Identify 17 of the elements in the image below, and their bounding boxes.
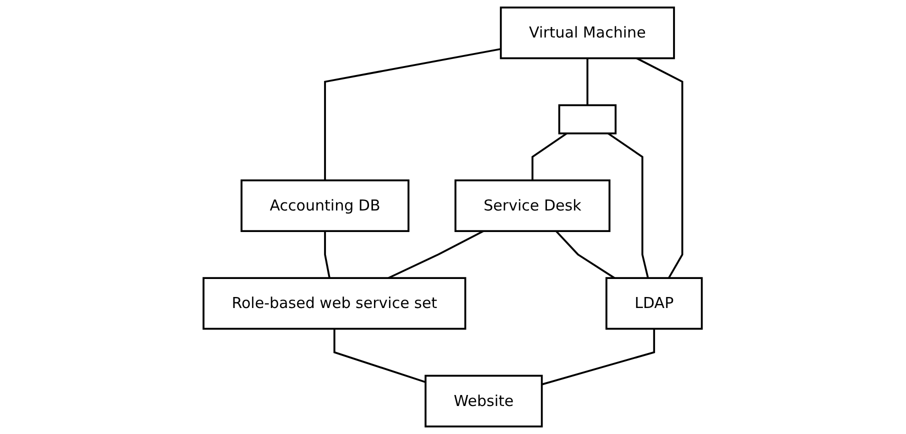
connector: [608, 132, 650, 278]
node-box: Accounting DB: [240, 179, 410, 232]
connector: [556, 230, 616, 279]
connector: [388, 230, 484, 279]
connector: [324, 48, 502, 180]
node-box: LDAP: [606, 277, 704, 330]
node-box: Virtual Machine: [500, 6, 676, 60]
connector: [586, 58, 589, 106]
connector: [636, 57, 684, 279]
node-box: [558, 104, 617, 134]
connector: [542, 328, 656, 386]
node-box: Service Desk: [454, 179, 611, 232]
connector: [532, 132, 568, 180]
node-box: Website: [424, 374, 544, 428]
connector: [324, 231, 331, 278]
node-box: Role-based web service set: [202, 277, 467, 330]
connector: [334, 328, 426, 383]
